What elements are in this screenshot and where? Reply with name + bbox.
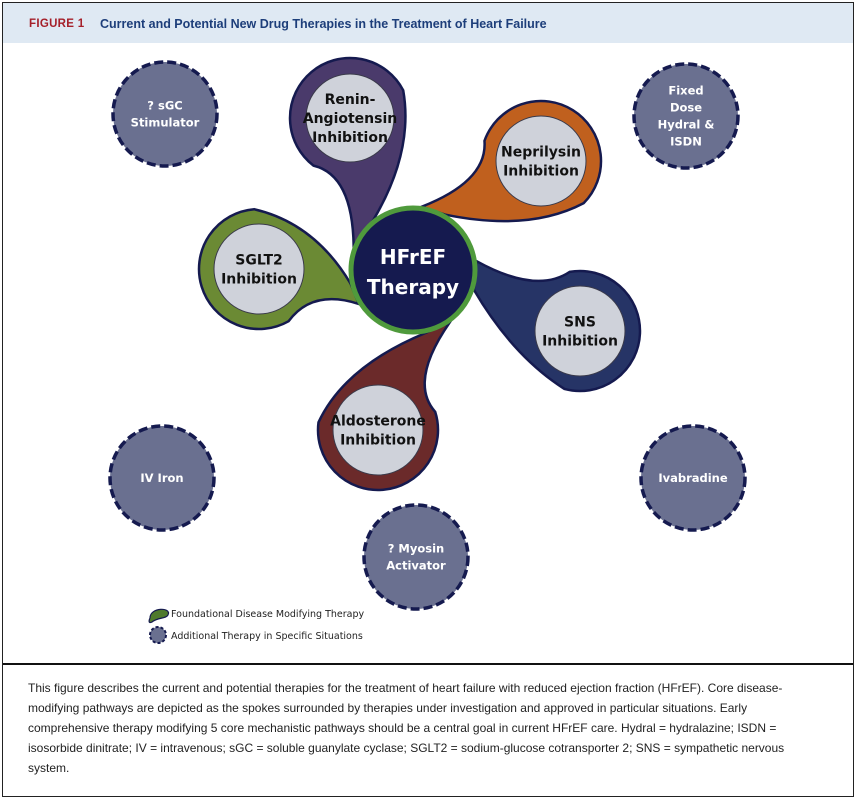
additional-iv-iron: IV Iron <box>108 424 216 532</box>
petal-label: Inhibition <box>312 130 388 146</box>
caption-divider <box>3 663 853 665</box>
additional-circle <box>639 424 747 532</box>
additional-label: ? sGC <box>147 99 182 113</box>
petal-label: Inhibition <box>221 272 297 288</box>
additional-label: Hydral & <box>658 118 715 132</box>
additional-sgc-stimulator: ? sGC Stimulator <box>111 60 219 168</box>
additional-circle <box>108 424 216 532</box>
hub-label: Therapy <box>367 275 459 299</box>
additional-label: Ivabradine <box>658 471 728 485</box>
foundational-petals: Renin-AngiotensinInhibitionNeprilysinInh… <box>197 56 642 492</box>
therapy-diagram: Renin-AngiotensinInhibitionNeprilysinInh… <box>108 56 747 644</box>
hub-circle <box>348 205 478 335</box>
additional-label: IV Iron <box>140 471 183 485</box>
additional-label: ISDN <box>670 135 702 149</box>
petal-inner-circle <box>534 285 626 377</box>
legend-dashed-circle-icon <box>149 626 167 644</box>
legend-petal-icon <box>148 608 169 624</box>
additional-label: Fixed <box>668 84 703 98</box>
legend-item-additional: Additional Therapy in Specific Situation… <box>149 626 363 644</box>
petal-label: Renin- <box>325 92 376 108</box>
petal-sns: SNS Inhibition <box>472 259 642 393</box>
petal-label: Aldosterone <box>330 414 426 430</box>
additional-circle <box>632 62 740 170</box>
additional-circle <box>111 60 219 168</box>
petal-label: SGLT2 <box>235 253 282 269</box>
petal-inner-circle <box>213 223 305 315</box>
figure-header: FIGURE 1 Current and Potential New Drug … <box>3 3 853 43</box>
petal-label: Angiotensin <box>303 111 398 127</box>
additional-label: Activator <box>386 559 446 573</box>
legend-label: Foundational Disease Modifying Therapy <box>171 609 365 620</box>
petal-inner-circle <box>332 384 424 476</box>
petal-label: Inhibition <box>542 334 618 350</box>
additional-label: Stimulator <box>131 116 200 130</box>
hfref-hub: HFrEF Therapy <box>348 205 478 335</box>
petal-inner-circle <box>495 115 587 207</box>
legend-label: Additional Therapy in Specific Situation… <box>171 631 363 642</box>
additional-circle <box>362 503 470 611</box>
additional-label: ? Myosin <box>388 542 445 556</box>
petal-label: SNS <box>564 315 596 331</box>
petal-label: Inhibition <box>503 164 579 180</box>
figure-title: Current and Potential New Drug Therapies… <box>100 17 547 31</box>
legend-item-foundational: Foundational Disease Modifying Therapy <box>148 608 365 624</box>
hub-label: HFrEF <box>380 245 446 269</box>
additional-label: Dose <box>670 101 702 115</box>
figure-label: FIGURE 1 <box>29 18 85 30</box>
petal-inner-circle <box>305 73 395 163</box>
petal-label: Neprilysin <box>501 145 581 161</box>
additional-ivabradine: Ivabradine <box>639 424 747 532</box>
legend: Foundational Disease Modifying TherapyAd… <box>148 608 365 644</box>
petal-label: Inhibition <box>340 433 416 449</box>
figure-caption: This figure describes the current and po… <box>28 681 785 775</box>
